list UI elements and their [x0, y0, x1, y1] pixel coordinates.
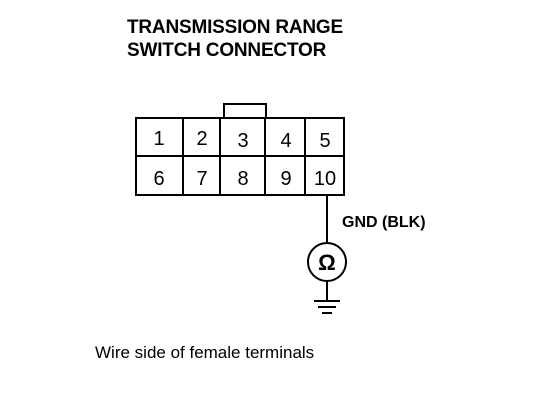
connector-face: 1 2 3 4 5 6 7 8 9 10	[135, 103, 345, 196]
terminal-2: 2	[196, 128, 207, 150]
terminal-8: 8	[237, 168, 248, 190]
diagram-title: TRANSMISSION RANGE SWITCH CONNECTOR	[127, 16, 343, 62]
diagram-caption: Wire side of female terminals	[95, 343, 315, 362]
title-line-2: SWITCH CONNECTOR	[127, 40, 327, 61]
ohm-symbol: Ω	[318, 250, 336, 275]
ground-icon	[314, 300, 340, 314]
ground-label: GND (BLK)	[342, 214, 426, 231]
terminal-4: 4	[280, 130, 291, 152]
terminal-9: 9	[280, 168, 291, 190]
terminal-1: 1	[153, 128, 164, 150]
terminal-5: 5	[319, 130, 330, 152]
terminal-3: 3	[237, 130, 248, 152]
terminal-7: 7	[196, 168, 207, 190]
terminal-10: 10	[314, 168, 336, 190]
terminal-6: 6	[153, 168, 164, 190]
title-line-1: TRANSMISSION RANGE	[127, 17, 343, 38]
